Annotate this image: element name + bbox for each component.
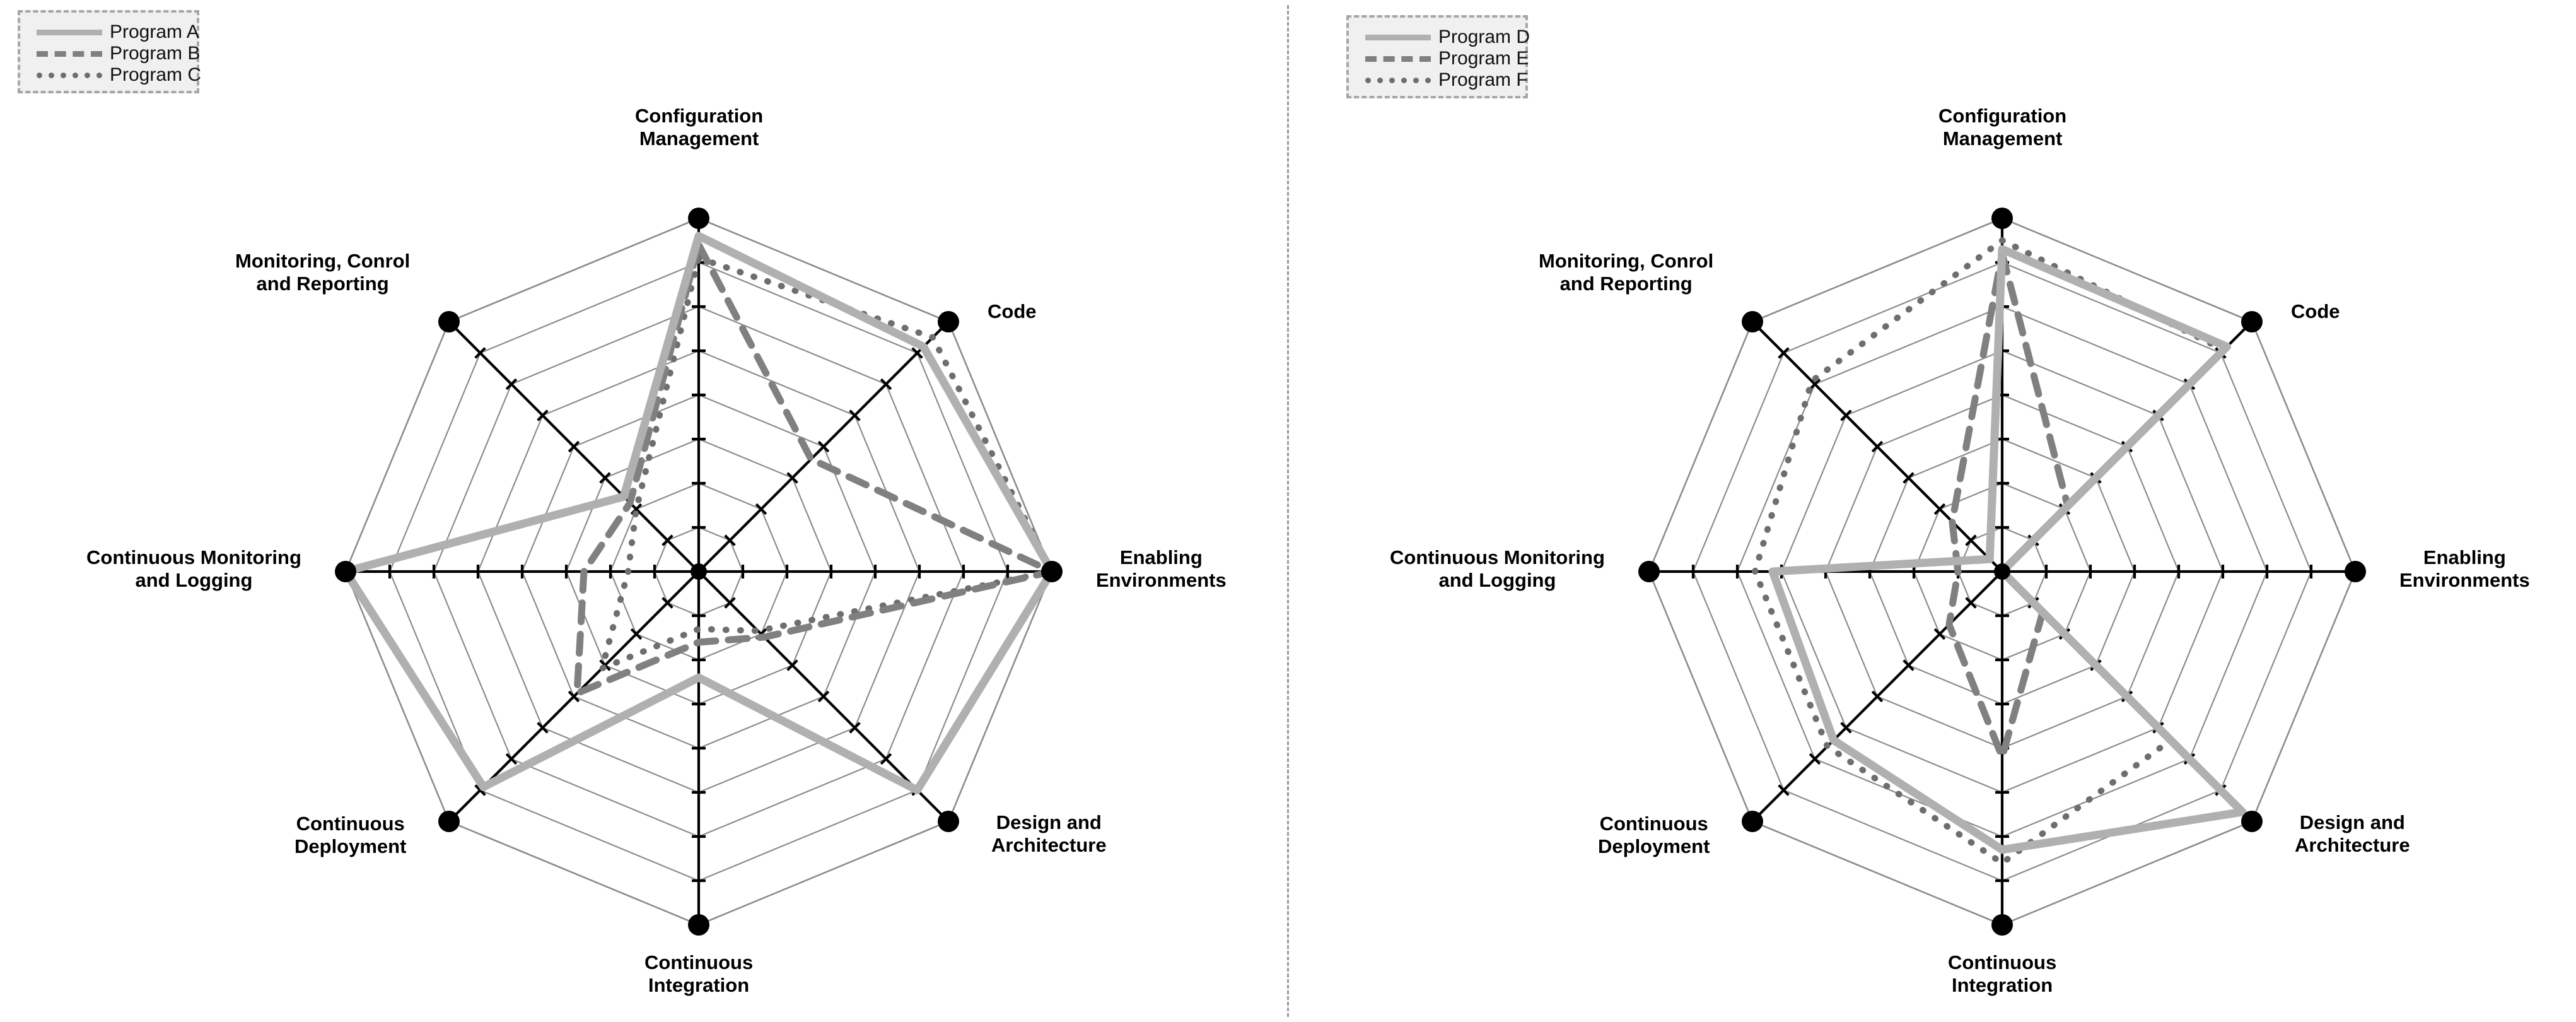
- dashed-line-icon: [37, 50, 102, 57]
- solid-line-icon: [1365, 34, 1431, 40]
- legend-item-program-d[interactable]: Program D: [1365, 26, 1530, 48]
- legend-item-program-e[interactable]: Program E: [1365, 48, 1529, 69]
- legend-right: Program D Program E Program F: [1346, 15, 1530, 98]
- panel-divider: [1287, 5, 1289, 1017]
- legend-left: Program A Program B Program C: [18, 10, 201, 93]
- legend-item-program-a[interactable]: Program A: [37, 21, 199, 43]
- legend-label: Program A: [110, 21, 199, 42]
- dotted-line-icon: [37, 72, 102, 78]
- legend-label: Program B: [110, 43, 201, 64]
- legend-item-program-c[interactable]: Program C: [37, 64, 201, 86]
- legend-label: Program F: [1438, 69, 1528, 90]
- legend-item-program-f[interactable]: Program F: [1365, 69, 1528, 91]
- radar-panel-right: Program D Program E Program F Configurat…: [1288, 0, 2576, 1022]
- legend-label: Program D: [1438, 26, 1530, 47]
- legend-label: Program E: [1438, 48, 1529, 69]
- dotted-line-icon: [1365, 77, 1431, 83]
- dashed-line-icon: [1365, 56, 1431, 62]
- radar-panel-left: Program A Program B Program C Configurat…: [18, 10, 1227, 996]
- radar-chart-left: [335, 208, 1063, 936]
- radar-chart-right: [1638, 208, 2366, 936]
- legend-item-program-b[interactable]: Program B: [37, 43, 200, 64]
- solid-line-icon: [37, 29, 102, 35]
- legend-label: Program C: [110, 64, 202, 85]
